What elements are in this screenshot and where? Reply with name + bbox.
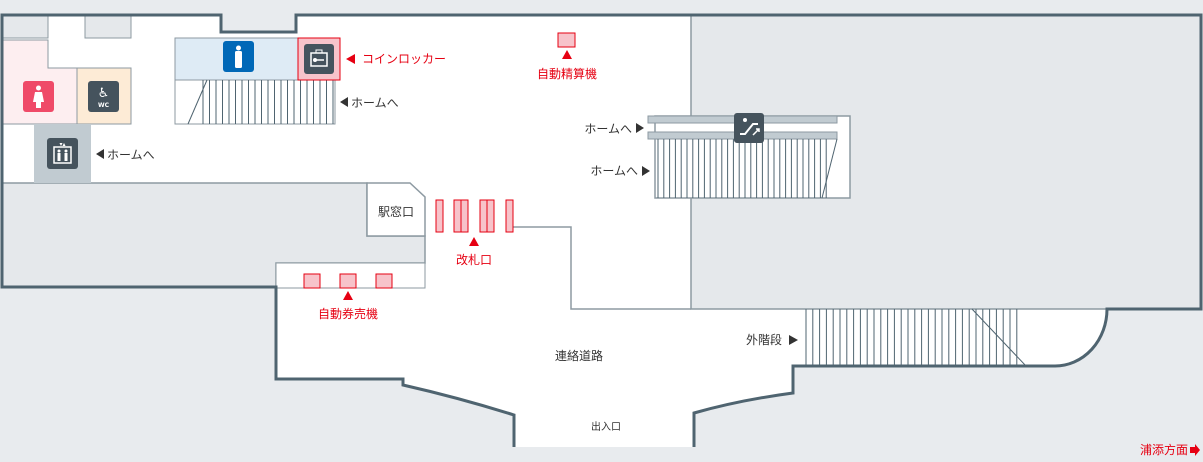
womens-restroom-icon [23,81,54,112]
ticket-machines[interactable] [303,273,393,289]
arrow-right-icon [789,335,798,345]
arrow-right-icon [636,123,644,133]
outside-stairs-label: 外階段 [746,332,782,347]
escalator-icon [734,113,764,143]
arrow-right-red-icon [1190,444,1200,456]
arrow-right-icon [642,166,650,176]
gate-marker [469,237,479,246]
ticket-gates[interactable] [435,199,514,233]
building-wall [0,13,1203,447]
arrow-left-icon [340,97,348,107]
storage-2 [84,15,132,39]
mens-restroom-icon [223,41,254,72]
svg-text:WC: WC [98,102,110,109]
arrow-left-icon [96,149,104,159]
coin-locker-icon [304,44,334,74]
ticket-window-label: 駅窓口 [378,204,414,219]
svg-text:♿: ♿ [98,86,110,101]
fare-adjust-label: 自動精算機 [537,66,597,81]
gate-fence [513,226,691,310]
to-platform-link-stairs-right[interactable]: ホームへ [590,164,638,178]
to-platform-link-escalator[interactable]: ホームへ [584,122,632,136]
to-platform-link-elevator[interactable]: ホームへ [107,148,155,162]
storage-1 [2,15,49,39]
corridor-label: 連絡道路 [555,348,603,363]
fare-adjust-machine[interactable] [557,32,576,48]
fare-adjust-marker [562,50,572,59]
outside-stairs [805,308,1027,367]
entrance-label: 出入口 [591,420,621,433]
ticket-machine-label: 自動券売機 [318,306,378,321]
svg-text:▾▴: ▾▴ [59,141,65,148]
coin-locker-marker [346,54,355,64]
ticket-window-room [366,182,426,237]
elevator-icon: ▾▴ [47,138,78,169]
to-platform-link-stairs[interactable]: ホームへ [351,96,399,110]
stairs-upper [174,79,336,125]
direction-label: 浦添方面 [1140,442,1188,457]
ticket-gate-label: 改札口 [456,253,492,267]
coin-locker-label: コインロッカー [362,52,446,66]
ticket-machine-marker [343,291,353,300]
accessible-wc-icon: ♿ WC [88,81,119,112]
